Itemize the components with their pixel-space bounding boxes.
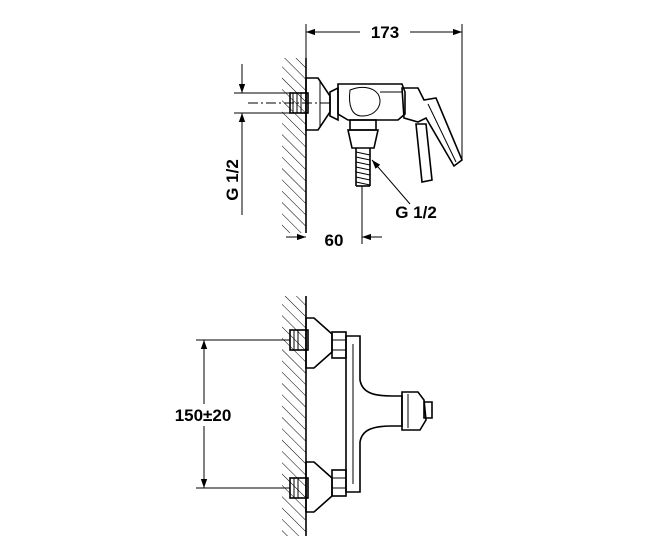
side-outlet-nut [347,129,379,149]
side-outlet-thread [355,148,371,187]
dim-outlet-thread-label: G 1/2 [395,203,437,222]
side-outlet-collar [349,119,377,131]
front-view: 150±20 [156,296,433,536]
side-mixer-body [337,83,406,121]
front-upper-escutcheon [305,317,333,369]
side-union-nut [329,86,339,122]
side-lever-handle [401,87,463,168]
side-wall-hatch [282,58,306,233]
dim-173-label: 173 [371,23,399,42]
front-cartridge-cap [401,391,427,431]
side-view: 173 G 1/2 G 1/2 60 [223,22,463,250]
front-lever-stub [423,401,433,419]
dim-60-label: 60 [325,231,344,250]
front-mixer-body [345,335,403,493]
front-lower-escutcheon [305,461,333,513]
dim-inlet-thread-label: G 1/2 [223,159,242,201]
dim-outlet-thread-leader [371,159,411,205]
front-lower-nut [331,469,347,497]
front-upper-nut [331,331,347,359]
side-escutcheon [305,77,331,131]
dim-150-label: 150±20 [175,406,232,425]
